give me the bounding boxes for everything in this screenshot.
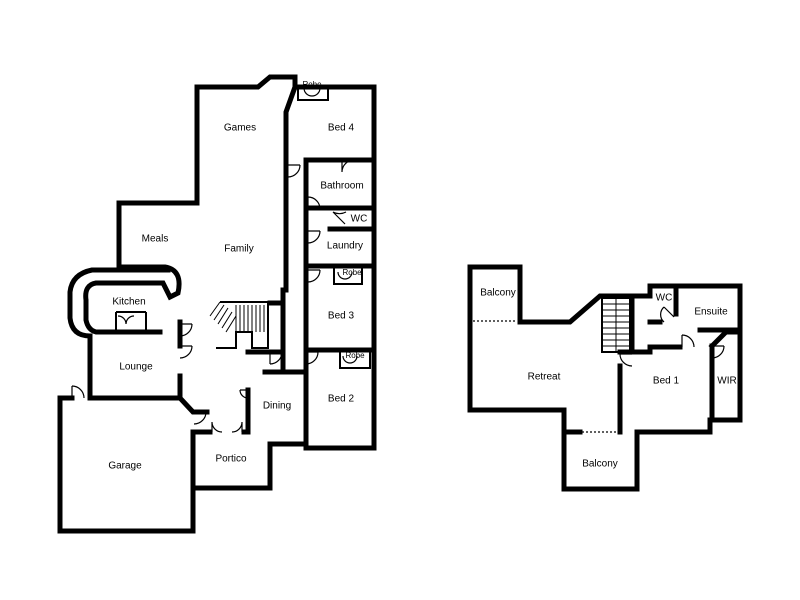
label-robe-bed4: Robe xyxy=(302,80,322,89)
label-wc-upper: WC xyxy=(656,293,673,304)
upper-outer-wall xyxy=(467,264,743,492)
staircase-upper xyxy=(601,297,631,353)
label-wc-ground: WC xyxy=(351,214,368,225)
kitchen-outer xyxy=(67,267,171,339)
label-bed1: Bed 1 xyxy=(653,376,680,387)
door-swings-ground xyxy=(71,87,371,433)
outer-wall-left xyxy=(116,200,200,270)
upper-floor-plan: Balcony WC Ensuite Retreat Bed 1 WIR Bal… xyxy=(467,264,743,492)
label-kitchen: Kitchen xyxy=(112,297,145,308)
label-lounge: Lounge xyxy=(119,362,153,373)
label-meals: Meals xyxy=(142,234,169,245)
label-balcony-bottom: Balcony xyxy=(582,459,618,470)
label-robe-bed3: Robe xyxy=(342,268,362,277)
label-retreat: Retreat xyxy=(528,372,561,383)
label-bed4: Bed 4 xyxy=(328,123,355,134)
garage-wall xyxy=(57,395,309,534)
label-bed2: Bed 2 xyxy=(328,394,355,405)
label-robe-bed2: Robe xyxy=(345,351,365,360)
label-garage: Garage xyxy=(108,461,142,472)
kitchen-bench xyxy=(83,264,182,335)
corridor-left-wall xyxy=(280,83,299,367)
label-wir: WIR xyxy=(717,376,736,387)
label-portico: Portico xyxy=(215,454,247,465)
label-bed3: Bed 3 xyxy=(328,311,355,322)
label-dining: Dining xyxy=(263,401,291,412)
wir-top xyxy=(708,329,743,350)
door-swings-upper xyxy=(619,306,725,367)
label-bathroom: Bathroom xyxy=(320,181,363,192)
label-family: Family xyxy=(224,244,253,255)
lounge-wall xyxy=(87,333,210,415)
label-laundry: Laundry xyxy=(327,241,363,252)
label-balcony-top: Balcony xyxy=(480,288,516,299)
outer-wall-top xyxy=(194,74,377,451)
staircase-ground xyxy=(209,301,269,349)
label-ensuite: Ensuite xyxy=(694,307,728,318)
ground-floor-plan: Games Bed 4 Robe Bathroom WC Laundry Mea… xyxy=(57,74,377,534)
label-games: Games xyxy=(224,123,256,134)
